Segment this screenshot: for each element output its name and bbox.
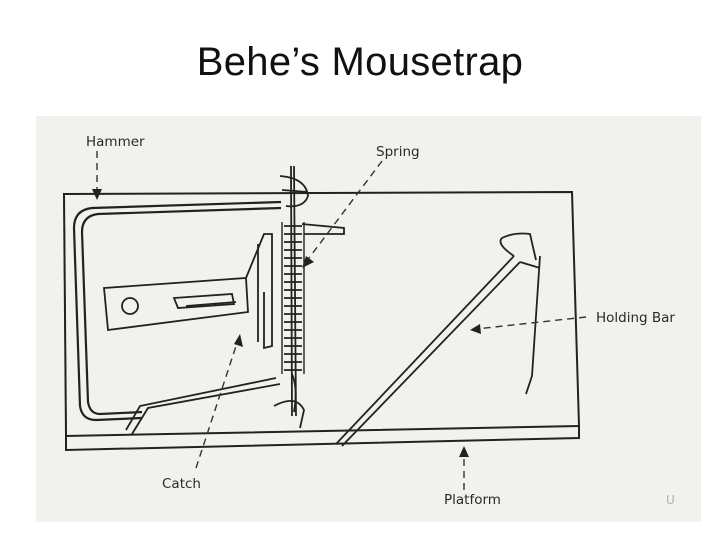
label-hammer: Hammer	[86, 134, 145, 150]
mousetrap-drawing: Hammer Spring Holding Bar Catch Platform…	[62, 134, 675, 508]
holding-bar	[335, 232, 541, 447]
arrowheads	[92, 189, 481, 457]
label-catch: Catch	[162, 476, 201, 492]
label-platform: Platform	[444, 492, 501, 508]
mousetrap-diagram: Hammer Spring Holding Bar Catch Platform…	[36, 116, 701, 522]
label-holding-bar: Holding Bar	[596, 310, 675, 326]
hammer	[72, 200, 282, 422]
catch	[103, 233, 281, 435]
slide-title: Behe’s Mousetrap	[196, 40, 524, 84]
platform	[62, 190, 581, 452]
spring	[273, 165, 345, 429]
label-spring: Spring	[376, 144, 420, 160]
pointer-lines	[96, 151, 587, 490]
corner-mark: U	[666, 493, 675, 507]
